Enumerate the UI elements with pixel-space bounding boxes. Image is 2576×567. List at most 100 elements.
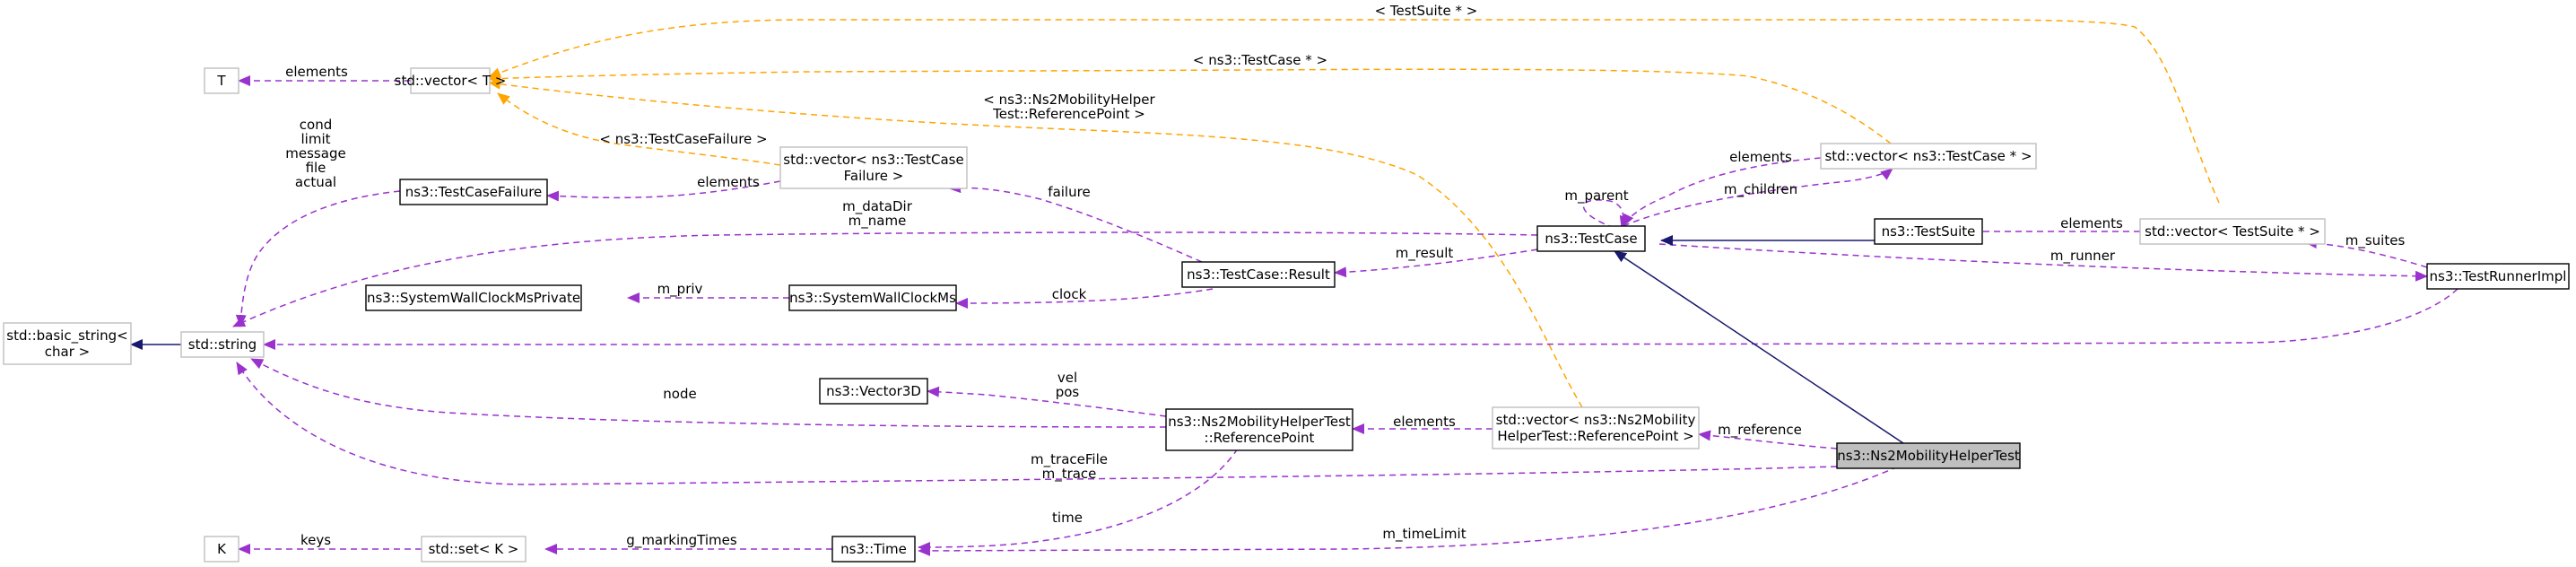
edge-label-line: < TestSuite * > <box>1375 3 1478 19</box>
edge-label-line: m_suites <box>2345 232 2406 249</box>
edge-label-tpl-testcase-ptr: < ns3::TestCase * > <box>1193 52 1327 68</box>
edge-label-line: m_timeLimit <box>1382 526 1466 543</box>
node-label-line: ns3::TestSuite <box>1882 223 1976 240</box>
svg-text:ns3::TestCase::Result: ns3::TestCase::Result <box>1187 266 1330 283</box>
edge-label-line: cond <box>300 117 332 133</box>
edge-label-m-reference: m_reference <box>1718 422 1802 439</box>
svg-text:ns3::TestRunnerImpl: ns3::TestRunnerImpl <box>2430 268 2567 284</box>
node-label-line: ns3::Ns2MobilityHelperTest <box>1168 414 1351 430</box>
edge-label-m-runner: m_runner <box>2050 248 2116 265</box>
class-node-std-vector-testsuite-ptr[interactable]: std::vector< TestSuite * > <box>2139 218 2326 245</box>
class-node-ns3-testrunnerimpl[interactable]: ns3::TestRunnerImpl <box>2426 263 2570 290</box>
class-node-ns3-testcase-result[interactable]: ns3::TestCase::Result <box>1181 261 1336 288</box>
class-node-std-set-k[interactable]: std::set< K > <box>421 536 527 563</box>
class-node-ns3-testcasefailure[interactable]: ns3::TestCaseFailure <box>399 179 548 205</box>
class-node-std-vector-t[interactable]: std::vector< T > <box>395 67 507 94</box>
class-node-ns3-ns2mobilityhelpertest[interactable]: ns3::Ns2MobilityHelperTest <box>1836 442 2021 469</box>
edge-label-line: m_parent <box>1564 188 1628 205</box>
edge-template-testcasefailure <box>497 92 781 166</box>
edge-m-runner <box>1658 243 2428 282</box>
edge-label-elements-referencepoint: elements <box>1393 414 1456 430</box>
svg-text:std::vector< T >: std::vector< T > <box>395 73 507 89</box>
node-label-line: T <box>216 73 226 89</box>
edge-label-line: m_trace <box>1042 466 1097 483</box>
edge-m-children <box>1623 168 1893 227</box>
class-node-t[interactable]: T <box>204 67 239 94</box>
class-node-ns3-systemwallclockms[interactable]: ns3::SystemWallClockMs <box>788 284 957 311</box>
svg-text:std::string: std::string <box>188 336 257 353</box>
edge-tracefile-trace <box>236 362 1838 485</box>
edge-clock <box>955 288 1214 309</box>
edge-label-m-priv: m_priv <box>657 281 703 298</box>
edge-m-reference <box>1698 430 1838 449</box>
class-node-ns3-testsuite[interactable]: ns3::TestSuite <box>1874 218 1983 245</box>
class-node-ns3-testcase[interactable]: ns3::TestCase <box>1536 225 1646 252</box>
svg-text:ns3::Ns2MobilityHelperTest: ns3::Ns2MobilityHelperTest <box>1837 448 2020 464</box>
node-label-line: std::vector< TestSuite * > <box>2145 223 2320 240</box>
edge-label-failure: failure <box>1048 184 1090 200</box>
node-label-line: HelperTest::ReferencePoint > <box>1497 428 1693 444</box>
svg-text:T: T <box>216 73 226 89</box>
class-node-std-basic-string[interactable]: std::basic_string<char > <box>3 322 132 365</box>
node-label-line: ns3::TestCaseFailure <box>405 184 543 200</box>
edge-label-line: m_children <box>1724 181 1797 198</box>
edge-label-line: pos <box>1056 384 1080 400</box>
edge-inherit-testcase <box>1614 250 1904 444</box>
class-node-ns3-vector3d[interactable]: ns3::Vector3D <box>819 378 928 405</box>
edge-m-result <box>1334 249 1538 278</box>
edge-label-elements-failure: elements <box>697 174 760 190</box>
edge-label-line: message <box>285 145 345 161</box>
class-node-ns3-time[interactable]: ns3::Time <box>831 536 916 563</box>
edge-label-tpl-testcasefailure: < ns3::TestCaseFailure > <box>599 131 767 147</box>
edge-failure <box>948 182 1203 263</box>
edge-label-line: m_result <box>1396 245 1454 262</box>
edge-label-line: m_runner <box>2050 248 2116 265</box>
node-label-line: char > <box>45 344 90 360</box>
svg-text:ns3::TestCaseFailure: ns3::TestCaseFailure <box>405 184 543 200</box>
svg-text:ns3::Vector3D: ns3::Vector3D <box>826 383 921 399</box>
class-node-std-vector-testcase-ptr[interactable]: std::vector< ns3::TestCase * > <box>1820 143 2037 170</box>
edge-label-line: keys <box>300 532 331 548</box>
edge-label-line: m_name <box>849 213 907 230</box>
edge-node <box>250 358 1167 428</box>
edge-vel-pos <box>927 386 1167 417</box>
edge-label-elements-testcase: elements <box>1729 149 1792 165</box>
node-label-line: ns3::SystemWallClockMsPrivate <box>367 290 580 306</box>
edge-template-referencepoint <box>488 78 1583 408</box>
edge-label-clock: clock <box>1052 286 1087 302</box>
edge-label-g-markingtimes: g_markingTimes <box>626 532 737 549</box>
class-node-k[interactable]: K <box>204 536 239 563</box>
edge-m-parent <box>1582 199 1631 229</box>
edge-label-line: actual <box>295 174 336 190</box>
edge-label-line: elements <box>1729 149 1792 165</box>
node-label-line: std::vector< ns3::TestCase * > <box>1824 148 2032 164</box>
node-label-line: ns3::TestCase <box>1545 231 1637 247</box>
node-label-line: std::set< K > <box>429 541 519 557</box>
svg-text:std::vector< ns3::TestCaseFail: std::vector< ns3::TestCaseFailure > <box>783 152 963 184</box>
edge-label-line: m_reference <box>1718 422 1802 439</box>
edge-label-line: clock <box>1052 286 1087 302</box>
edge-failure-fields <box>235 190 401 327</box>
node-label-line: std::vector< ns3::TestCase <box>783 152 963 168</box>
class-node-std-string[interactable]: std::string <box>180 331 265 358</box>
edge-label-line: elements <box>1393 414 1456 430</box>
edge-label-line: elements <box>285 64 348 80</box>
node-label-line: ns3::Time <box>840 541 907 557</box>
node-label-line: ns3::SystemWallClockMs <box>789 290 956 306</box>
edge-label-line: file <box>306 160 326 176</box>
class-node-ns3-systemwallclockmsprivate[interactable]: ns3::SystemWallClockMsPrivate <box>365 284 582 311</box>
edge-label-line: < ns3::Ns2MobilityHelper <box>983 92 1155 108</box>
node-label-line: std::vector< ns3::Ns2Mobility <box>1496 412 1696 428</box>
svg-text:std::vector< ns3::Ns2MobilityH: std::vector< ns3::Ns2MobilityHelperTest:… <box>1496 412 1696 444</box>
edge-label-tpl-testsuite-ptr: < TestSuite * > <box>1375 3 1478 19</box>
svg-text:K: K <box>217 541 227 557</box>
svg-text:ns3::TestSuite: ns3::TestSuite <box>1882 223 1976 240</box>
class-node-ns3-referencepoint[interactable]: ns3::Ns2MobilityHelperTest::ReferencePoi… <box>1165 408 1353 451</box>
edge-label-line: failure <box>1048 184 1090 200</box>
